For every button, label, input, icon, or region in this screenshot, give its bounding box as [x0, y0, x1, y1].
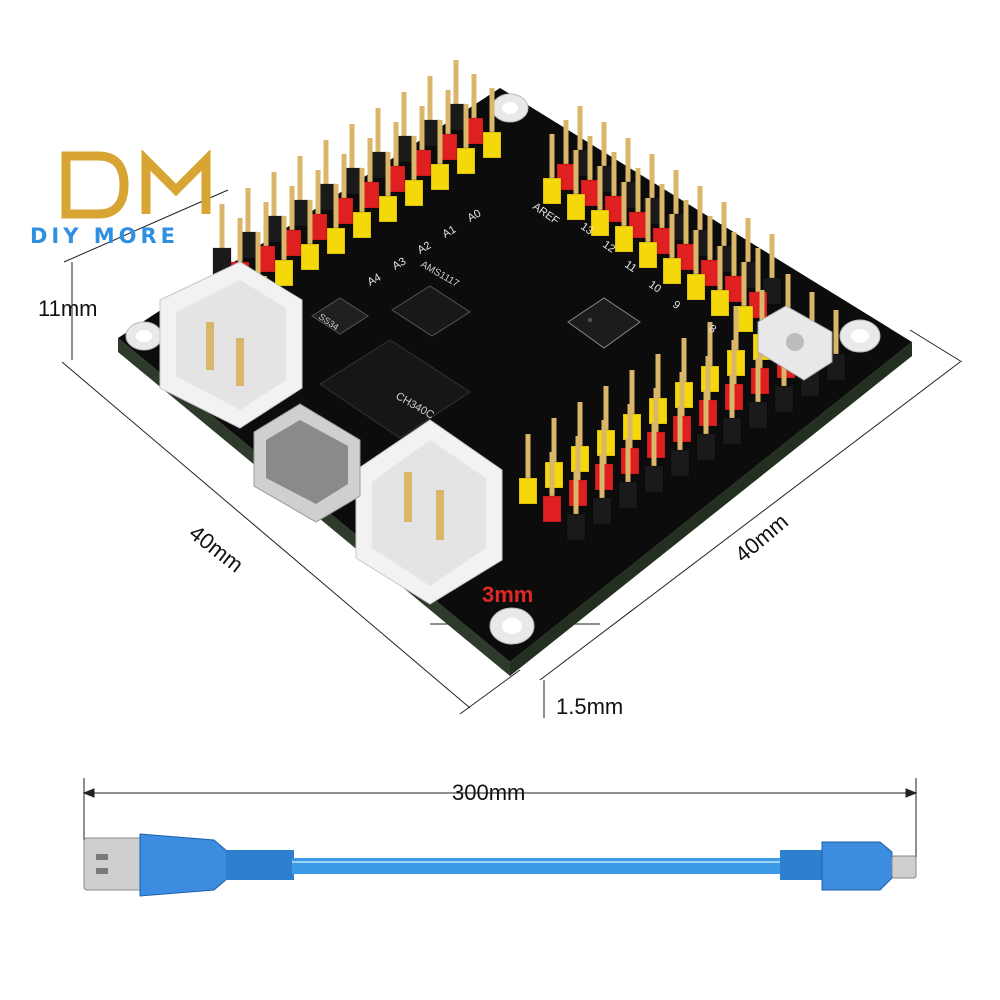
pin-label-13: 13: [578, 221, 595, 238]
header-pin: [710, 246, 730, 317]
header-pin: [638, 198, 658, 269]
dimension-hole-label: 3mm: [482, 582, 534, 607]
header-pin: [618, 438, 638, 509]
dimension-height-label: 11mm: [38, 296, 98, 321]
dimension-cable-label: 300mm: [452, 780, 526, 805]
header-pin: [604, 152, 624, 223]
dimension-thickness-label: 1.5mm: [556, 694, 624, 719]
pin-label-a4: A4: [366, 271, 384, 288]
header-pin: [212, 204, 232, 275]
header-pin: [734, 262, 754, 333]
pin-label-a3: A3: [391, 255, 409, 272]
logo-text-label: DIY MORE: [30, 224, 180, 248]
pin-label-9: 9: [670, 299, 682, 312]
header-pin: [686, 230, 706, 301]
header-pin: [696, 390, 716, 461]
header-pin: [566, 150, 586, 221]
header-pin: [748, 358, 768, 429]
pin-label-a0: A0: [466, 207, 484, 224]
diymore-logo-mark: [61, 150, 211, 219]
dimension-lines: [61, 189, 963, 862]
header-pin: [644, 422, 664, 493]
header-row-bottom-right: [518, 274, 846, 541]
usb-chip: CH340C: [319, 339, 471, 439]
header-pin: [430, 120, 450, 191]
diymore-logo-text: DIY MORE: [30, 224, 179, 248]
header-pin: [300, 200, 320, 271]
header-row-top-left: [212, 60, 502, 303]
mcu-chip: [567, 297, 641, 349]
jst-connector-left: [159, 261, 303, 429]
header-pin: [334, 154, 354, 225]
header-pin: [542, 134, 562, 205]
pin-label-8: 8: [706, 323, 718, 336]
header-pin: [518, 434, 538, 505]
header-pin: [566, 470, 586, 541]
header-pin: [404, 136, 424, 207]
header-pin: [482, 88, 502, 159]
header-pin: [662, 214, 682, 285]
header-pin: [326, 184, 346, 255]
pin-label-12: 12: [600, 239, 617, 256]
header-pin: [274, 216, 294, 287]
jst-connector-right: [355, 419, 503, 605]
reset-button: [757, 305, 833, 381]
header-pin: [670, 406, 690, 477]
usb-cable: [83, 833, 917, 897]
header-pin: [580, 136, 600, 207]
pin-label-a1: A1: [441, 223, 459, 240]
header-pin: [722, 374, 742, 445]
header-row-top-right: [542, 106, 782, 333]
header-pin: [456, 104, 476, 175]
header-pin: [590, 166, 610, 237]
header-pin: [542, 452, 562, 523]
micro-usb-port: [253, 403, 361, 523]
header-pin: [614, 182, 634, 253]
header-pin: [628, 168, 648, 239]
usb-a-plug: [83, 837, 143, 891]
micro-usb-plug: [891, 855, 917, 879]
header-pin: [352, 168, 372, 239]
pin-label-10: 10: [646, 279, 663, 296]
header-pin: [282, 186, 302, 257]
header-pin: [378, 152, 398, 223]
pin-label-11: 11: [622, 259, 638, 275]
header-pin: [592, 454, 612, 525]
pin-label-a2: A2: [416, 239, 434, 256]
